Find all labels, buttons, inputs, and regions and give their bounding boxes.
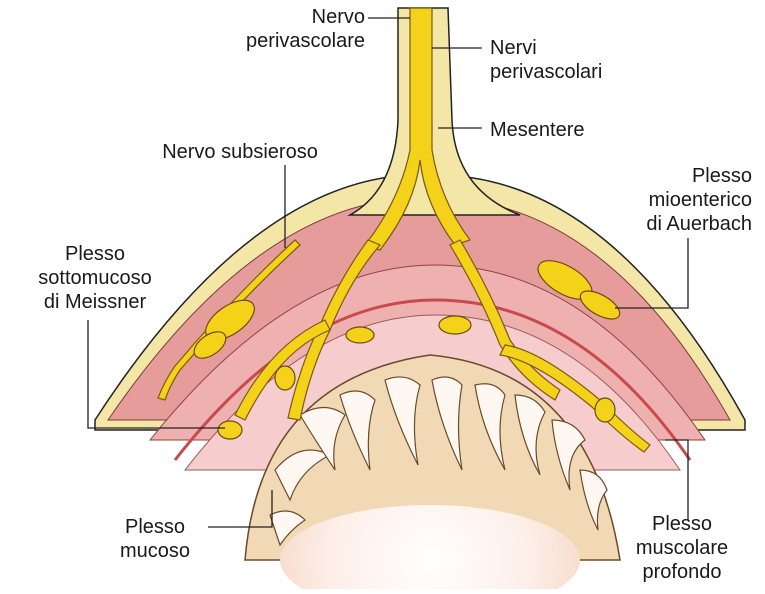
label-nervo-perivascolare: Nervo perivascolare xyxy=(195,5,365,53)
label-nervo-subsieroso: Nervo subsieroso xyxy=(130,140,350,164)
label-plesso-mucoso: Plesso mucoso xyxy=(95,515,215,563)
label-plesso-sottomucoso: Plesso sottomucoso di Meissner xyxy=(10,242,180,314)
label-mesentere: Mesentere xyxy=(490,118,660,142)
label-plesso-muscolare-profondo: Plesso muscolare profondo xyxy=(612,512,752,584)
label-plesso-mioenterico: Plesso mioenterico di Auerbach xyxy=(580,164,752,236)
label-nervi-perivascolari: Nervi perivascolari xyxy=(490,36,660,84)
